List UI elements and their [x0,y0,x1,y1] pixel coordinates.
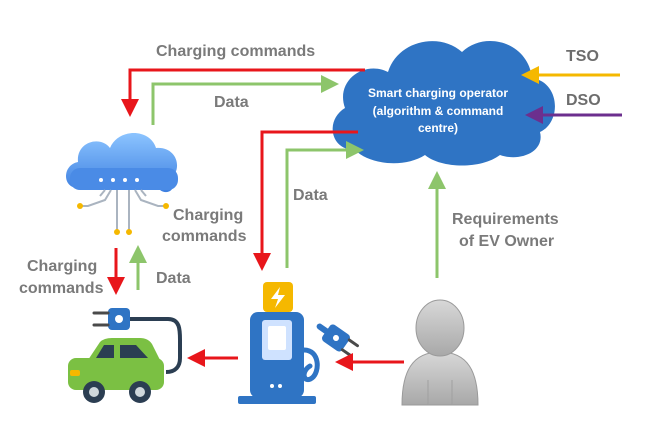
label-data-top: Data [214,94,249,111]
car-plug-icon [92,308,182,374]
label-charging-mid-1: Charging [173,207,244,224]
label-data-left: Data [156,270,191,287]
operator-title-2: (algorithm & command [372,104,504,118]
command-arrow-mid [253,130,358,271]
data-arrow-mid [285,141,364,268]
charging-station-icon [238,282,316,404]
label-charging-mid-2: commands [162,228,247,245]
operator-title-3: centre) [417,121,458,135]
cloud-network-icon [66,133,178,235]
lightning-icon [271,287,285,308]
operator-cloud-icon [332,40,555,166]
person-icon [401,299,479,406]
operator-title-1: Smart charging operator [367,86,509,100]
label-charging-commands-top: Charging commands [156,43,316,60]
label-charging-left-1: Charging [27,258,98,275]
label-charging-left-2: commands [19,280,104,297]
command-arrow-top [121,68,365,117]
electric-car-icon [68,338,164,403]
label-requirements-2: of EV Owner [459,233,555,250]
label-dso: DSO [566,92,601,109]
label-tso: TSO [566,48,599,65]
plug-icon [301,323,359,382]
label-requirements-1: Requirements [452,211,559,228]
label-data-mid: Data [293,187,328,204]
data-arrow-top [151,75,339,125]
